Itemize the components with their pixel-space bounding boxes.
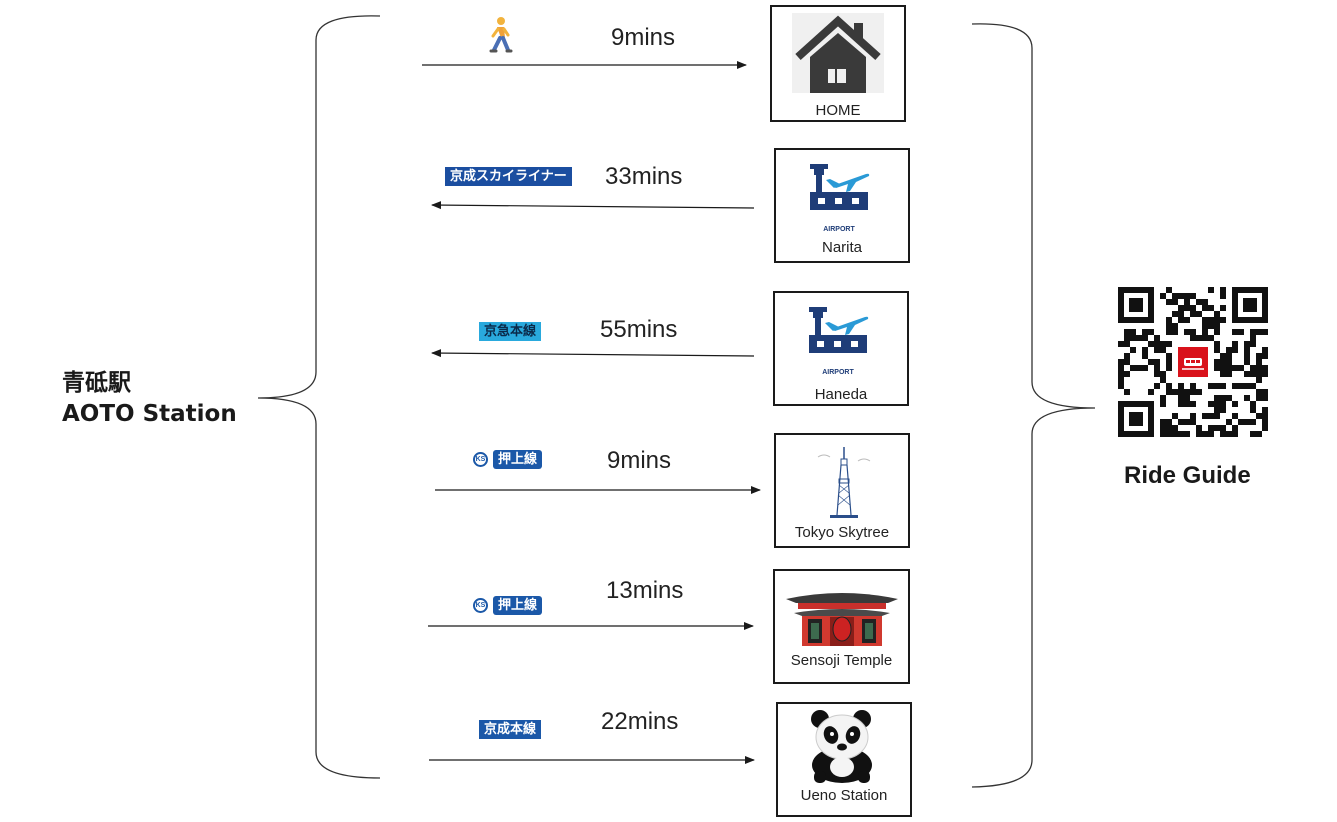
destination-sensoji[interactable]: Sensoji Temple [773, 569, 910, 684]
keisei-logo-icon: KS [473, 452, 488, 467]
airport-icon: AIRPORT [806, 162, 872, 233]
line-badge-keikyu: 京急本線 [479, 322, 542, 341]
arrow-narita [431, 201, 755, 210]
temple-gate-icon [784, 589, 900, 652]
skytree-icon [814, 445, 874, 528]
route-time-ueno: 22mins [601, 708, 679, 735]
destination-label-sensoji: Sensoji Temple [790, 652, 893, 669]
destination-label-haneda: Haneda [814, 386, 868, 403]
destination-skytree[interactable]: Tokyo Skytree [774, 433, 910, 548]
destination-label-ueno: Ueno Station [800, 787, 888, 804]
ride-guide-label: Ride Guide [1124, 462, 1251, 489]
panda-icon [806, 709, 878, 788]
line-badge-label: 押上線 [493, 596, 543, 615]
destination-haneda[interactable]: AIRPORT Haneda [773, 291, 909, 406]
qr-code-icon[interactable] [1118, 287, 1268, 442]
destination-label-home: HOME [815, 102, 861, 119]
destination-ueno[interactable]: Ueno Station [776, 702, 912, 817]
house-icon [792, 13, 884, 98]
right-brace [971, 23, 1096, 788]
route-time-haneda: 55mins [600, 316, 678, 343]
destination-label-skytree: Tokyo Skytree [794, 524, 890, 541]
airport-icon: AIRPORT [805, 305, 871, 376]
walk-icon [486, 16, 514, 59]
arrow-haneda [431, 349, 755, 358]
route-time-home: 9mins [611, 24, 676, 51]
airport-caption: AIRPORT [822, 369, 854, 376]
line-badge-oshiage-1: KS 押上線 [473, 450, 543, 469]
destination-home[interactable]: HOME [770, 5, 906, 122]
route-time-skytree: 9mins [607, 447, 672, 474]
destination-label-narita: Narita [821, 239, 862, 256]
airport-caption: AIRPORT [823, 226, 855, 233]
destination-narita[interactable]: AIRPORT Narita [774, 148, 910, 263]
line-badge-label: 押上線 [493, 450, 543, 469]
line-badge-skyliner: 京成スカイライナー [445, 167, 572, 186]
line-badge-keisei-main: 京成本線 [479, 720, 542, 739]
keisei-logo-icon: KS [473, 598, 488, 613]
origin-name-ja: 青砥駅 [62, 370, 131, 396]
route-time-narita: 33mins [605, 163, 683, 190]
origin-name-en: AOTO Station [62, 401, 237, 427]
left-brace [257, 15, 381, 779]
line-badge-oshiage-2: KS 押上線 [473, 596, 543, 615]
origin-station-label: 青砥駅 AOTO Station [62, 368, 237, 430]
route-time-sensoji: 13mins [606, 577, 684, 604]
